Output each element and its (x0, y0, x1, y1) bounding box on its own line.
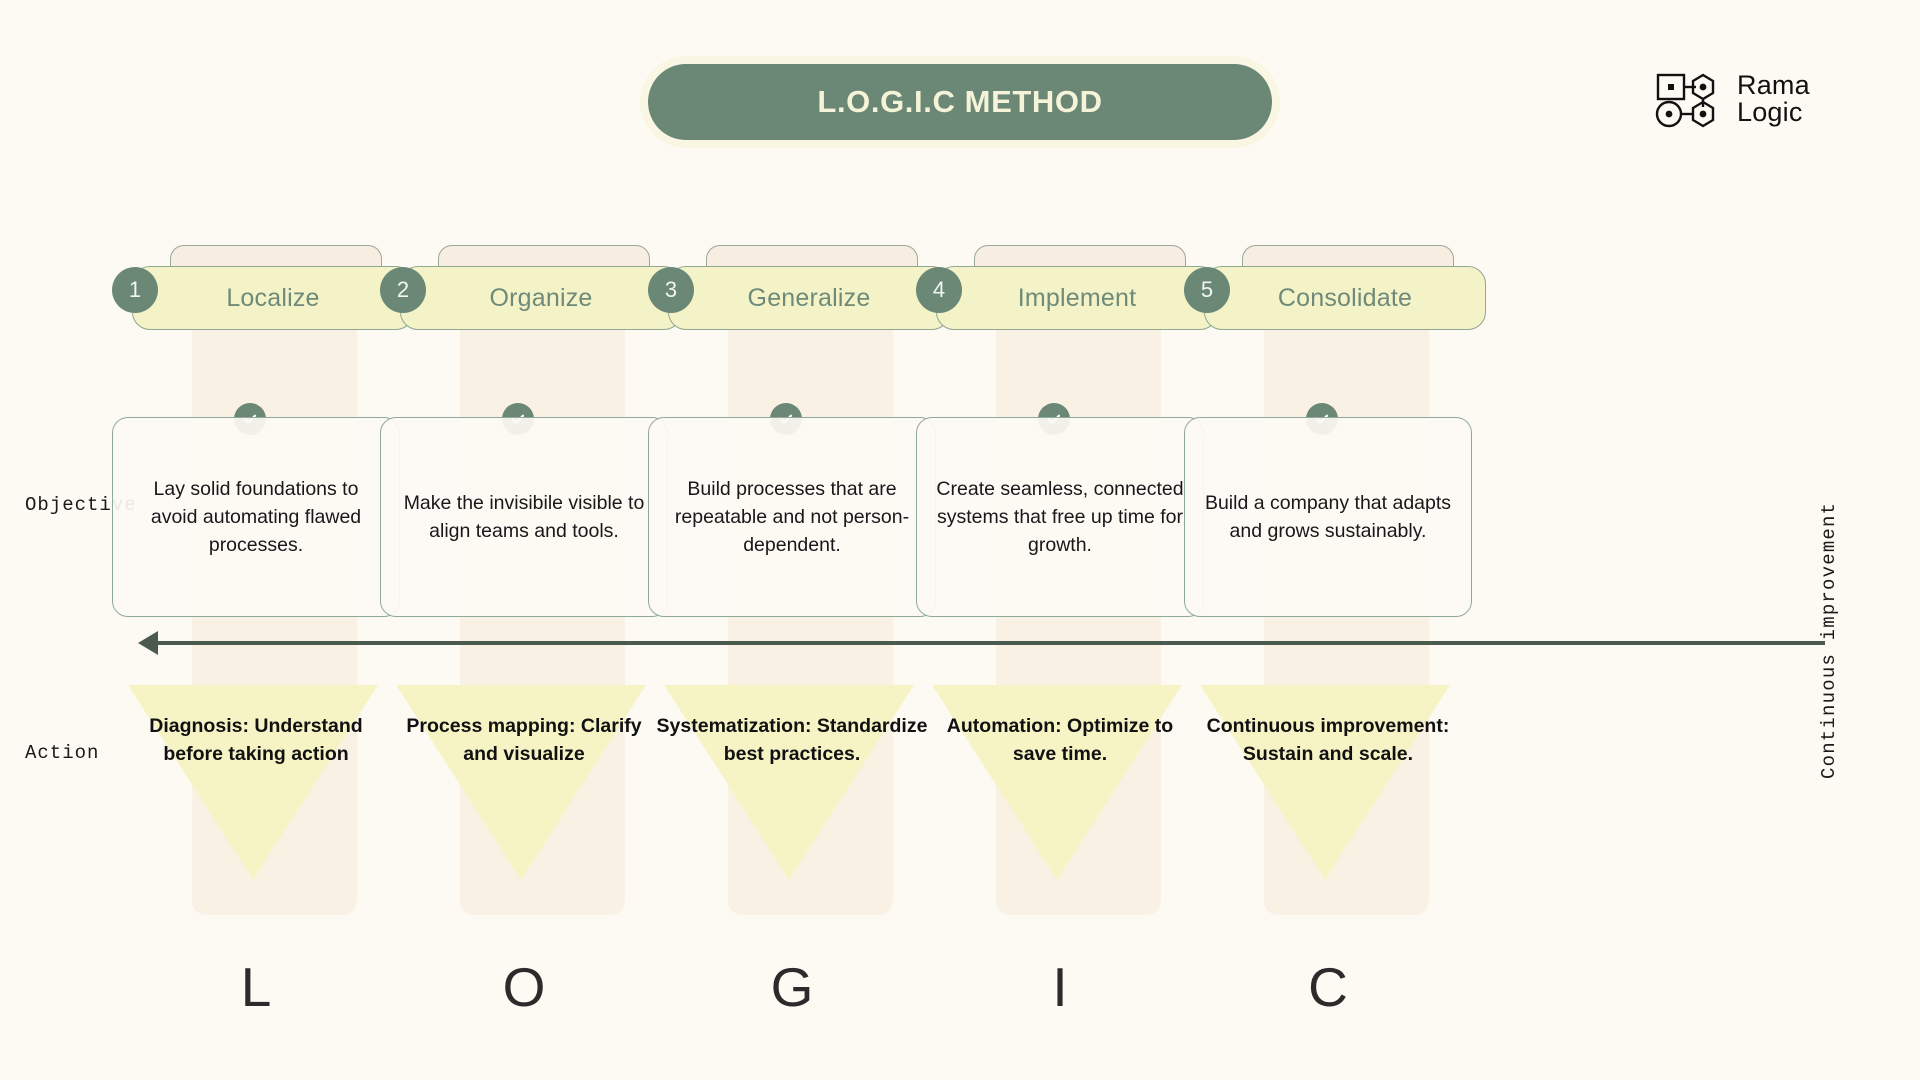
arrow-left-icon (138, 631, 158, 655)
step-letter-2: O (502, 956, 546, 1018)
step-header-1[interactable]: Localize (132, 266, 414, 330)
row-label-objective: Objective (25, 494, 137, 516)
step-column-3[interactable]: Generalize 3 Build processes that are re… (648, 0, 950, 1080)
step-column-1[interactable]: Localize 1 Lay solid foundations to avoi… (112, 0, 414, 1080)
step-badge-1: 1 (112, 267, 158, 313)
brand-line-2: Logic (1737, 97, 1803, 127)
brand-logo: Rama Logic (1655, 70, 1810, 128)
objective-text-1: Lay solid foundations to avoid automatin… (150, 477, 362, 557)
step-badge-3: 3 (648, 267, 694, 313)
brand-name: Rama Logic (1737, 72, 1810, 126)
continuous-improvement-label: Continuous improvement (1818, 501, 1840, 779)
step-letter-1: L (240, 956, 272, 1018)
action-text-3: Systematization: Standardize best practi… (656, 715, 928, 766)
step-title-4: Implement (1017, 283, 1137, 312)
step-letter-3: G (770, 956, 814, 1018)
step-badge-2: 2 (380, 267, 426, 313)
objective-card-2: Make the invisibile visible to align tea… (380, 417, 668, 617)
step-title-3: Generalize (747, 283, 871, 312)
action-triangle (128, 685, 378, 880)
objective-text-5: Build a company that adapts and grows su… (1204, 491, 1452, 542)
step-header-5[interactable]: Consolidate (1204, 266, 1486, 330)
step-letter-4: I (1052, 956, 1068, 1018)
objective-card-1: Lay solid foundations to avoid automatin… (112, 417, 400, 617)
step-column-5[interactable]: Consolidate 5 Build a company that adapt… (1184, 0, 1486, 1080)
objective-text-2: Make the invisibile visible to align tea… (403, 491, 645, 542)
page-title: L.O.G.I.C METHOD (817, 84, 1103, 119)
action-triangle (932, 685, 1182, 880)
step-badge-4: 4 (916, 267, 962, 313)
action-triangle (664, 685, 914, 880)
diagram-title: L.O.G.I.C METHOD (648, 64, 1272, 140)
action-triangle (1200, 685, 1450, 880)
objective-card-5: Build a company that adapts and grows su… (1184, 417, 1472, 617)
objective-text-4: Create seamless, connected systems that … (936, 477, 1184, 557)
step-title-5: Consolidate (1277, 283, 1413, 312)
action-text-2: Process mapping: Clarify and visualize (406, 715, 642, 766)
step-column-2[interactable]: Organize 2 Make the invisibile visible t… (380, 0, 682, 1080)
brand-line-1: Rama (1737, 70, 1810, 100)
action-text-1: Diagnosis: Understand before taking acti… (149, 715, 363, 766)
step-badge-5: 5 (1184, 267, 1230, 313)
step-title-2: Organize (489, 283, 593, 312)
step-header-2[interactable]: Organize (400, 266, 682, 330)
continuous-improvement-arrow (150, 641, 1825, 645)
objective-card-3: Build processes that are repeatable and … (648, 417, 936, 617)
action-text-5: Continuous improvement: Sustain and scal… (1206, 715, 1450, 766)
step-header-4[interactable]: Implement (936, 266, 1218, 330)
row-label-action: Action (25, 742, 100, 764)
step-column-4[interactable]: Implement 4 Create seamless, connected s… (916, 0, 1218, 1080)
action-text-4: Automation: Optimize to save time. (946, 715, 1174, 766)
action-triangle (396, 685, 646, 880)
step-title-1: Localize (226, 283, 320, 312)
step-header-3[interactable]: Generalize (668, 266, 950, 330)
objective-card-4: Create seamless, connected systems that … (916, 417, 1204, 617)
objective-text-3: Build processes that are repeatable and … (674, 477, 910, 557)
node-graph-icon (1655, 70, 1723, 128)
step-letter-5: C (1308, 956, 1348, 1018)
